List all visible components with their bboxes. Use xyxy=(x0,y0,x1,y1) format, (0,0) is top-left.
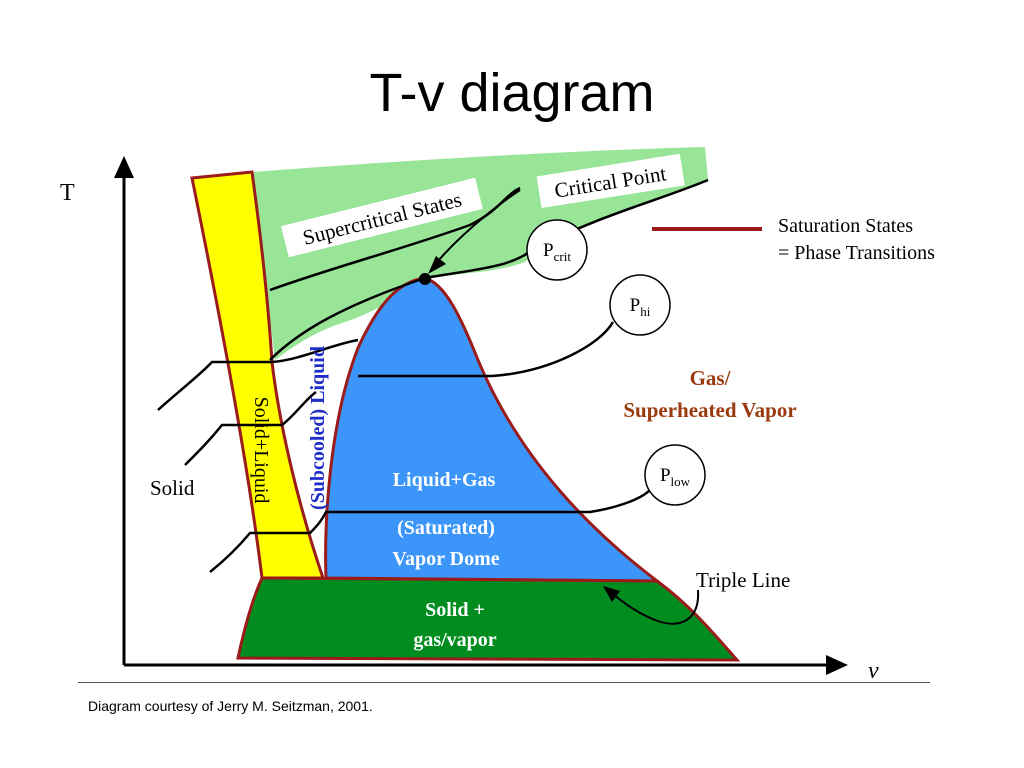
isobar-hi-left xyxy=(157,338,359,411)
slide-title: T-v diagram xyxy=(369,63,655,123)
solid-label: Solid xyxy=(150,476,195,500)
p-low-label: Plow xyxy=(660,465,691,489)
gas-label-2: Superheated Vapor xyxy=(623,398,796,422)
legend-line-2: = Phase Transitions xyxy=(778,242,935,264)
supercritical-region xyxy=(252,147,708,360)
solid-liquid-label: Solid+Liquid xyxy=(250,397,272,504)
isobar-mid-left xyxy=(184,390,317,466)
solid-gas-label-2: gas/vapor xyxy=(413,629,496,651)
triple-line-arrow xyxy=(607,589,700,625)
isobar-low xyxy=(209,489,651,573)
p-crit-bubble xyxy=(526,219,588,281)
solid-gas-label-1: Solid + xyxy=(425,599,485,621)
caption: Diagram courtesy of Jerry M. Seitzman, 2… xyxy=(88,698,373,714)
v-axis-label: v xyxy=(868,658,879,680)
t-axis-label: T xyxy=(60,180,75,206)
triple-line-label: Triple Line xyxy=(696,568,790,592)
critical-point-label-box xyxy=(536,153,685,209)
vapor-dome-label-2: Vapor Dome xyxy=(392,548,499,570)
v-axis-arrow xyxy=(826,655,848,675)
t-v-diagram: Supercritical States Critical Point Pcri… xyxy=(60,147,935,680)
subcooled-liquid-label: (Subcooled) Liquid xyxy=(307,346,329,510)
p-hi-bubble xyxy=(609,274,671,336)
triple-line-arrow-head xyxy=(603,586,620,602)
vapor-dome-label-1: (Saturated) xyxy=(397,517,495,539)
p-hi-label: Phi xyxy=(630,295,651,319)
p-low-bubble xyxy=(644,444,706,506)
isobar-critical xyxy=(269,178,709,361)
solid-liquid-region xyxy=(190,170,326,580)
legend-line-1: Saturation States xyxy=(778,215,913,237)
supercritical-label-box xyxy=(281,177,483,258)
isobar-hi xyxy=(358,321,615,378)
t-axis-arrow xyxy=(114,156,134,178)
p-crit-label: Pcrit xyxy=(543,240,571,264)
liquid-gas-label: Liquid+Gas xyxy=(393,469,496,491)
caption-divider xyxy=(78,682,930,683)
critical-point-marker xyxy=(419,273,431,285)
critical-point-arrow-head xyxy=(428,256,446,274)
gas-label-1: Gas/ xyxy=(690,366,732,390)
